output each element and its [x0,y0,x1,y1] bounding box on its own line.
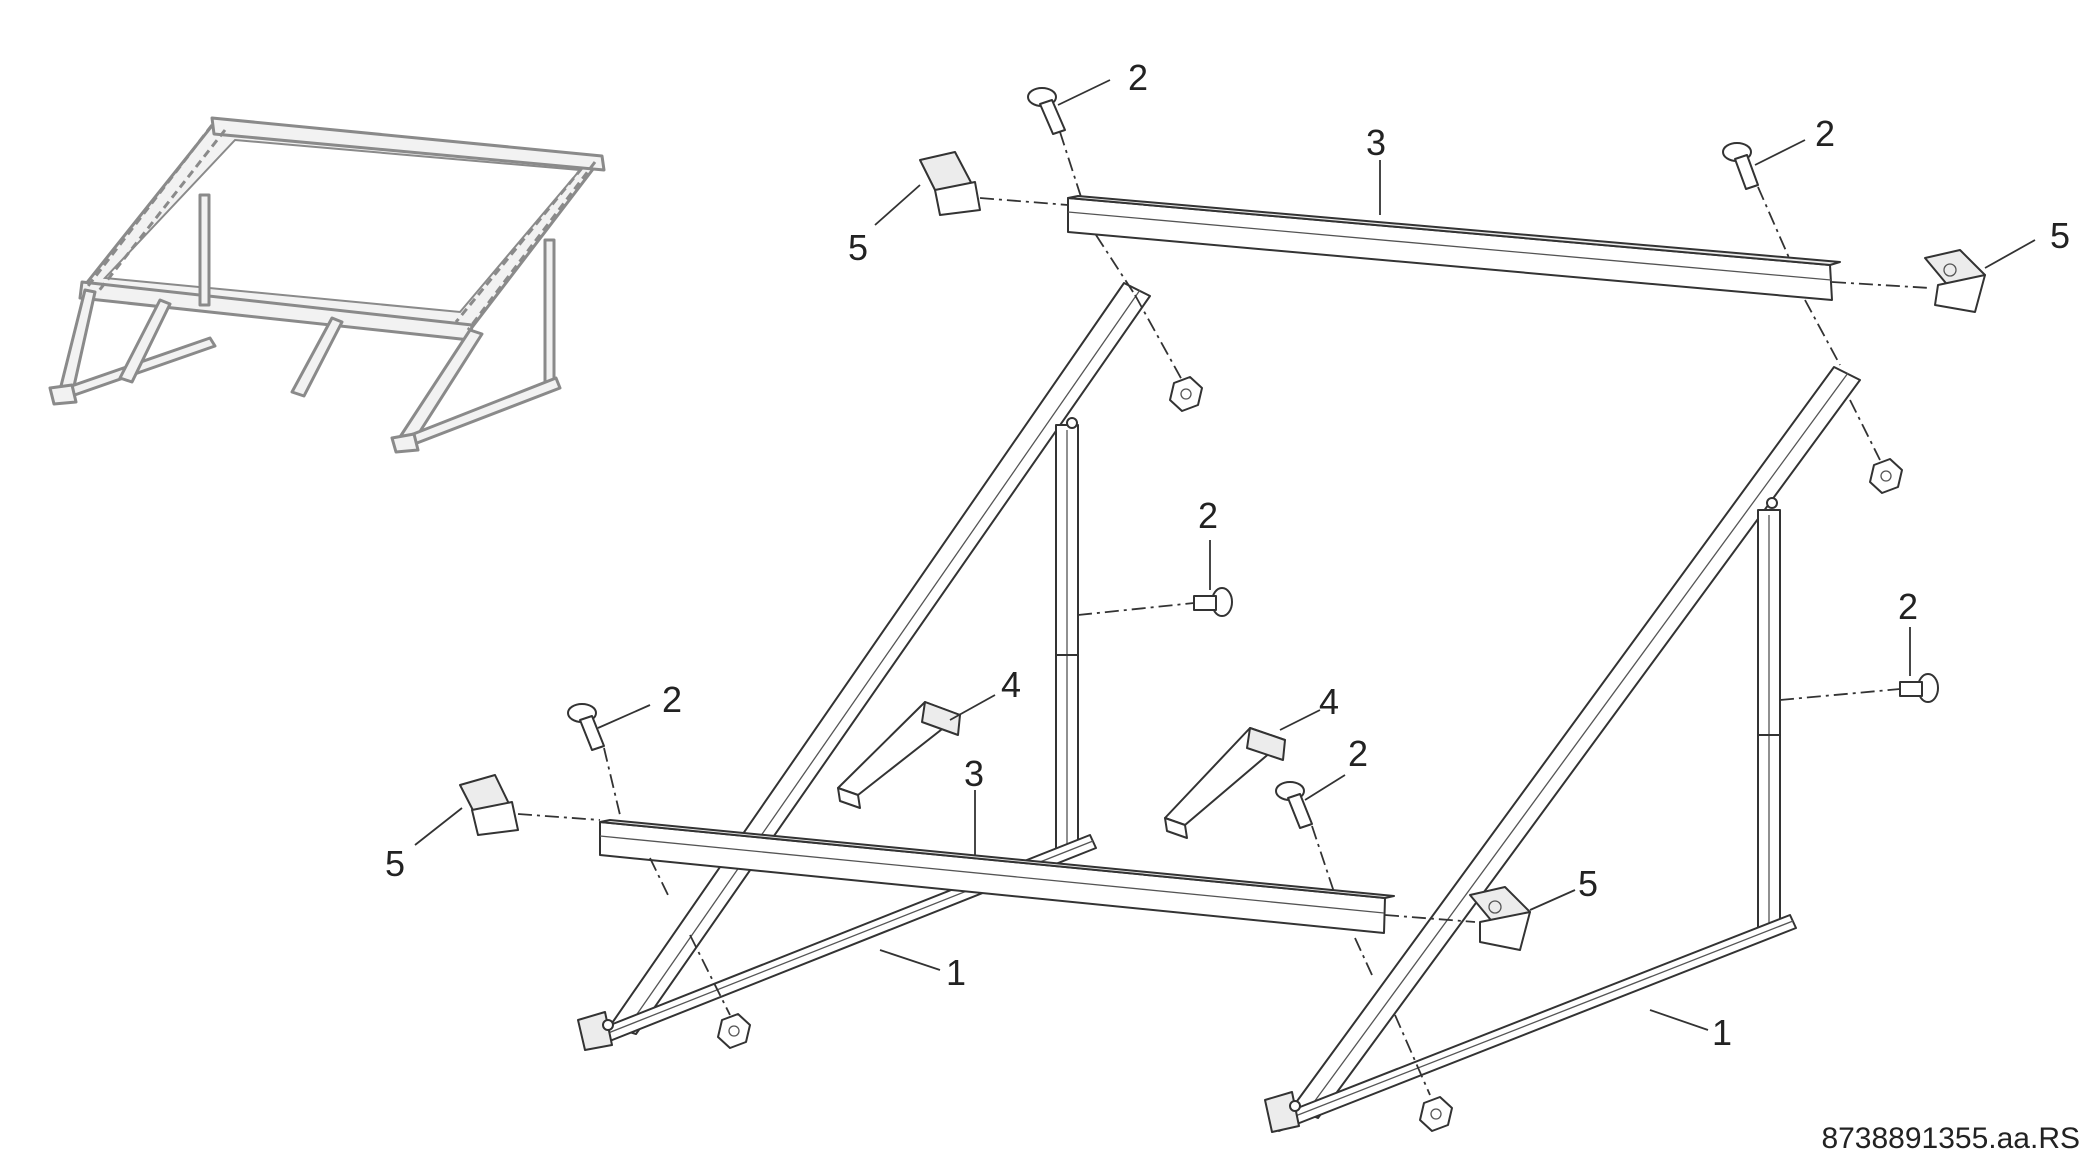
callout-5-bottom-right: 5 [1578,863,1598,904]
callout-5-bottom-left: 5 [385,843,405,884]
left-frame-assembly [577,282,1151,1051]
screw-bottom-right [1275,781,1313,829]
nut-right-top [1869,458,1903,494]
strap-left [837,701,961,809]
leader-lines [414,79,2036,1031]
screw-top-right [1722,142,1759,190]
reference-code: 8738891355.aa.RS [1821,1122,2080,1155]
clamp-top-left [919,151,981,216]
overview-assembled-frame [48,116,606,454]
clamp-bottom-right [1469,886,1531,951]
screw-bottom-left [567,703,605,751]
callout-2-top-left: 2 [1128,57,1148,98]
callout-2-bottom-left: 2 [662,679,682,720]
clamp-bottom-left [459,774,519,836]
strap-right [1164,727,1286,839]
nut-left-bottom [717,1013,751,1049]
bottom-crossbar [599,819,1395,934]
callout-3-bottom: 3 [964,753,984,794]
callout-2-left-middle: 2 [1198,495,1218,536]
right-frame-assembly [1264,366,1861,1133]
nut-right-bottom [1419,1096,1453,1132]
callout-2-right-middle: 2 [1898,586,1918,627]
callout-4-left: 4 [1001,664,1021,705]
screw-top-left [1027,87,1066,135]
callout-1-left: 1 [946,952,966,993]
callout-4-right: 4 [1319,681,1339,722]
top-crossbar [1067,195,1841,301]
callout-2-bottom-right: 2 [1348,733,1368,774]
clamp-top-right [1924,249,1986,313]
callout-labels: 2 2 3 5 5 2 2 2 4 4 2 3 5 5 1 1 [385,57,2070,1053]
assembly-axis-lines [517,131,1931,1096]
screw-left-middle [1193,587,1233,617]
nut-left-top [1169,376,1203,412]
callout-5-top-right: 5 [2050,215,2070,256]
callout-3-top: 3 [1366,122,1386,163]
screw-right-middle [1899,673,1939,703]
callout-2-top-right: 2 [1815,113,1835,154]
callout-5-top-left: 5 [848,227,868,268]
callout-1-right: 1 [1712,1012,1732,1053]
